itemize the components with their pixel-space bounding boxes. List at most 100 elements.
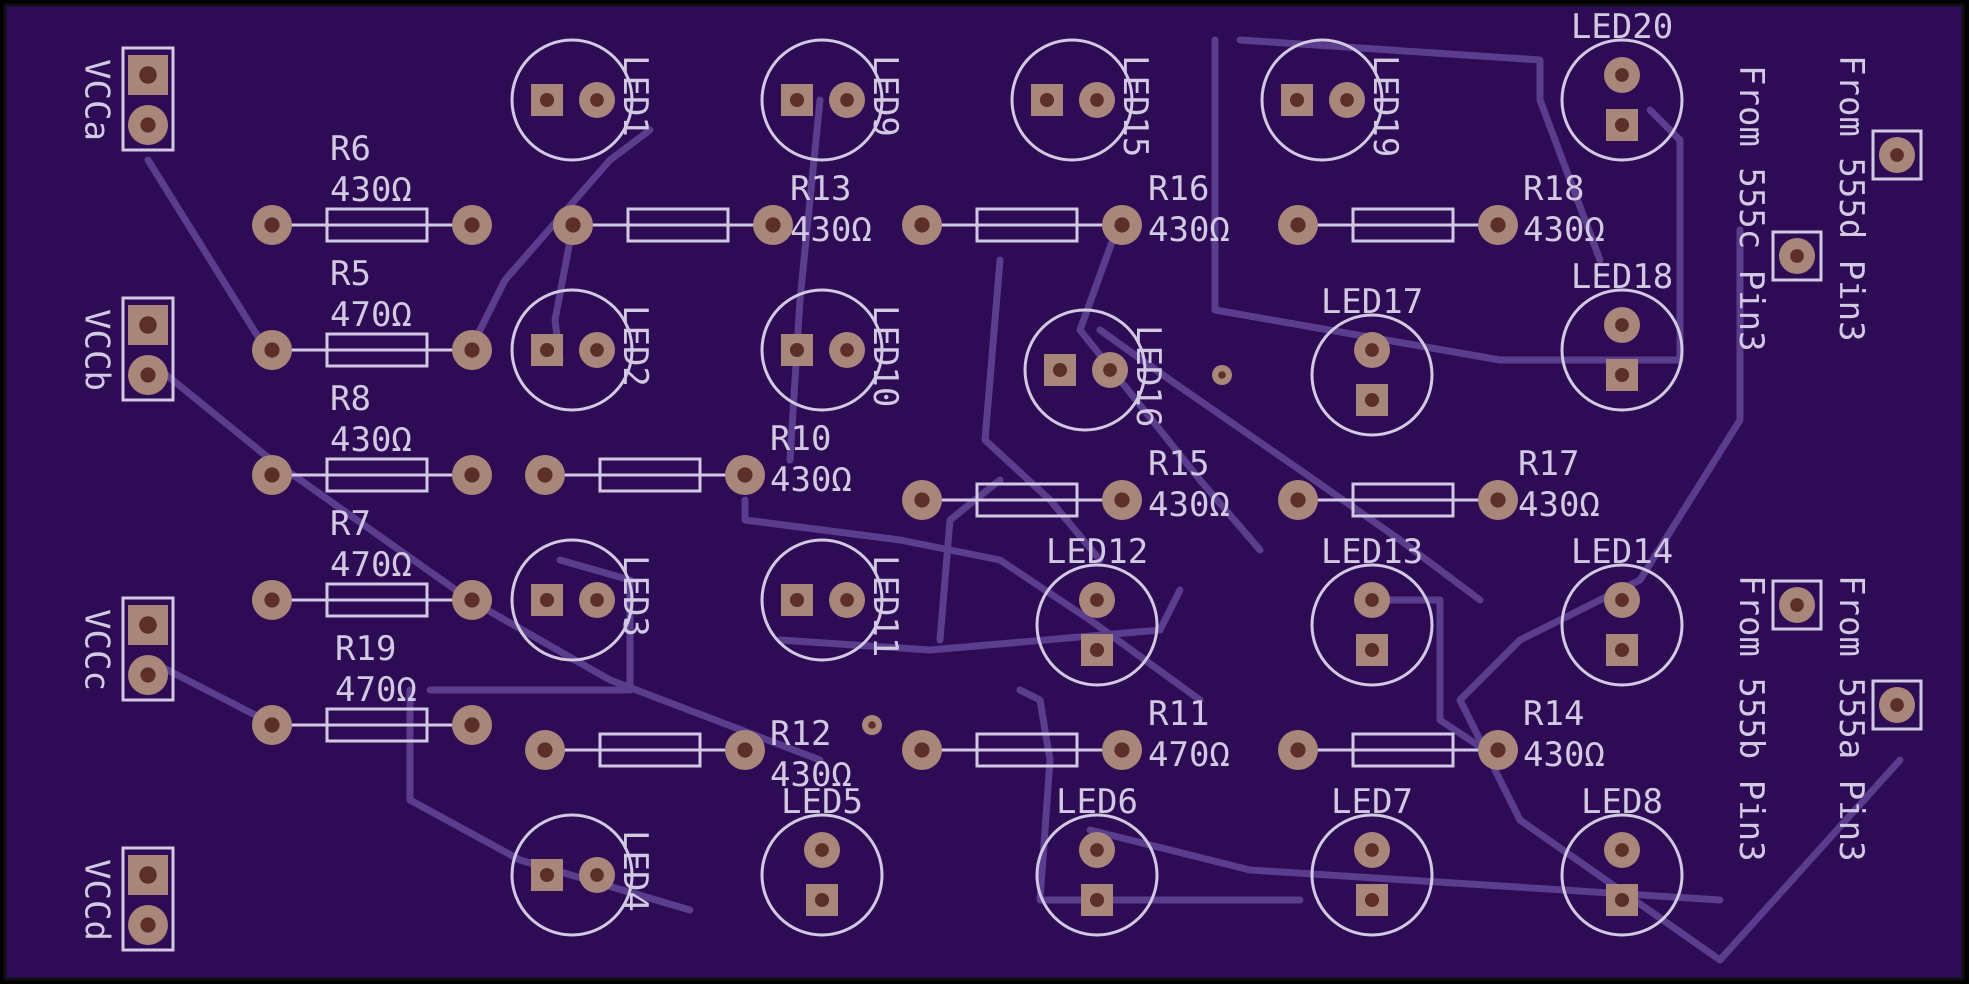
led3-label: LED3 xyxy=(615,555,655,637)
r15-pad1-hole xyxy=(914,492,930,508)
led14-anode-pad-hole xyxy=(1615,593,1629,607)
input-label-0: From 555d Pin3 xyxy=(1831,55,1871,342)
led2-cathode-pad-hole xyxy=(539,342,555,358)
led9-outline xyxy=(760,38,884,162)
r14-pad1-hole xyxy=(1290,742,1306,758)
led1-outline xyxy=(510,38,634,162)
led16-anode-pad-hole xyxy=(1103,363,1117,377)
led6-label: LED6 xyxy=(1056,782,1138,822)
r15-value: 430Ω xyxy=(1148,485,1230,525)
led16-label: LED16 xyxy=(1128,325,1168,427)
led8-label: LED8 xyxy=(1581,782,1663,822)
r5-pad2-hole xyxy=(464,342,480,358)
led18-cathode-pad-hole xyxy=(1614,367,1630,383)
r13-value: 430Ω xyxy=(790,210,872,250)
vccc-pin1-pad-hole xyxy=(139,616,157,634)
led15-outline xyxy=(1010,38,1134,162)
r15-ref: R15 xyxy=(1148,444,1209,484)
led10-label: LED10 xyxy=(865,305,905,407)
led16-cathode-pad-hole xyxy=(1052,362,1068,378)
led12-cathode-pad-hole xyxy=(1089,642,1105,658)
led4-label: LED4 xyxy=(615,830,655,912)
led17-label: LED17 xyxy=(1321,282,1423,322)
r7-pad1-hole xyxy=(264,592,280,608)
r5-body xyxy=(325,332,429,368)
r12-body xyxy=(598,732,702,768)
led12-label: LED12 xyxy=(1046,532,1148,572)
led20-label: LED20 xyxy=(1571,7,1673,47)
r11-ref: R11 xyxy=(1148,694,1209,734)
input-label-3: From 555a Pin3 xyxy=(1831,575,1871,862)
led8-cathode-pad-hole xyxy=(1614,892,1630,908)
input-0-pad-hole xyxy=(1890,148,1904,162)
vcca-pin2-pad-hole xyxy=(140,117,156,133)
input-1-pad-hole xyxy=(1790,249,1804,263)
led20-cathode-pad-hole xyxy=(1614,117,1630,133)
led4-cathode-pad-hole xyxy=(539,867,555,883)
led10-cathode-pad-hole xyxy=(789,342,805,358)
r10-body xyxy=(598,457,702,493)
r7-body xyxy=(325,582,429,618)
vccd-label: VCCd xyxy=(77,859,117,941)
led15-cathode-pad-hole xyxy=(1039,92,1055,108)
led5-anode-pad-hole xyxy=(815,843,829,857)
led11-outline xyxy=(760,538,884,662)
r12-pad1-hole xyxy=(537,742,553,758)
led2-outline xyxy=(510,288,634,412)
r16-value: 430Ω xyxy=(1148,210,1230,250)
led2-anode-pad-hole xyxy=(590,343,604,357)
led13-cathode-pad-hole xyxy=(1364,642,1380,658)
led5-label: LED5 xyxy=(781,782,863,822)
r13-body xyxy=(626,207,730,243)
r6-ref: R6 xyxy=(330,129,371,169)
r14-pad2-hole xyxy=(1490,742,1506,758)
r17-value: 430Ω xyxy=(1518,485,1600,525)
led11-label: LED11 xyxy=(865,555,905,657)
led19-anode-pad-hole xyxy=(1340,93,1354,107)
r12-value: 430Ω xyxy=(770,755,852,795)
led3-outline xyxy=(510,538,634,662)
vccc-header-outline xyxy=(121,596,175,702)
r19-body xyxy=(325,707,429,743)
r16-pad1-hole xyxy=(914,217,930,233)
r18-value: 430Ω xyxy=(1523,210,1605,250)
led14-label: LED14 xyxy=(1571,532,1673,572)
vccb-pin1-pad-hole xyxy=(139,316,157,334)
led7-outline xyxy=(1310,813,1434,937)
input-3-pad-hole xyxy=(1890,698,1904,712)
r11-pad1-hole xyxy=(914,742,930,758)
r18-body xyxy=(1351,207,1455,243)
led6-outline xyxy=(1035,813,1159,937)
r18-pad1-hole xyxy=(1290,217,1306,233)
led1-anode-pad-hole xyxy=(590,93,604,107)
led10-outline xyxy=(760,288,884,412)
led11-cathode-pad-hole xyxy=(789,592,805,608)
led19-outline xyxy=(1260,38,1384,162)
vccb-header-outline xyxy=(121,296,175,402)
led17-outline xyxy=(1310,313,1434,437)
r14-ref: R14 xyxy=(1523,694,1584,734)
led3-anode-pad-hole xyxy=(590,593,604,607)
led3-cathode-pad-hole xyxy=(539,592,555,608)
led20-anode-pad-hole xyxy=(1615,68,1629,82)
input-label-1: From 555c Pin3 xyxy=(1731,65,1771,352)
vccc-label: VCCc xyxy=(77,609,117,691)
vcca-header-outline xyxy=(121,46,175,152)
r6-body xyxy=(325,207,429,243)
led12-outline xyxy=(1035,563,1159,687)
r7-pad2-hole xyxy=(464,592,480,608)
led13-anode-pad-hole xyxy=(1365,593,1379,607)
r10-ref: R10 xyxy=(770,419,831,459)
led18-outline xyxy=(1560,288,1684,412)
vcca-pin1-pad-hole xyxy=(139,66,157,84)
led7-label: LED7 xyxy=(1331,782,1413,822)
vccc-pin2-pad-hole xyxy=(140,667,156,683)
led7-cathode-pad-hole xyxy=(1364,892,1380,908)
led1-cathode-pad-hole xyxy=(539,92,555,108)
r10-pad1-hole xyxy=(537,467,553,483)
r14-body xyxy=(1351,732,1455,768)
r17-pad2-hole xyxy=(1490,492,1506,508)
r11-body xyxy=(975,732,1079,768)
led12-anode-pad-hole xyxy=(1090,593,1104,607)
led4-outline xyxy=(510,813,634,937)
